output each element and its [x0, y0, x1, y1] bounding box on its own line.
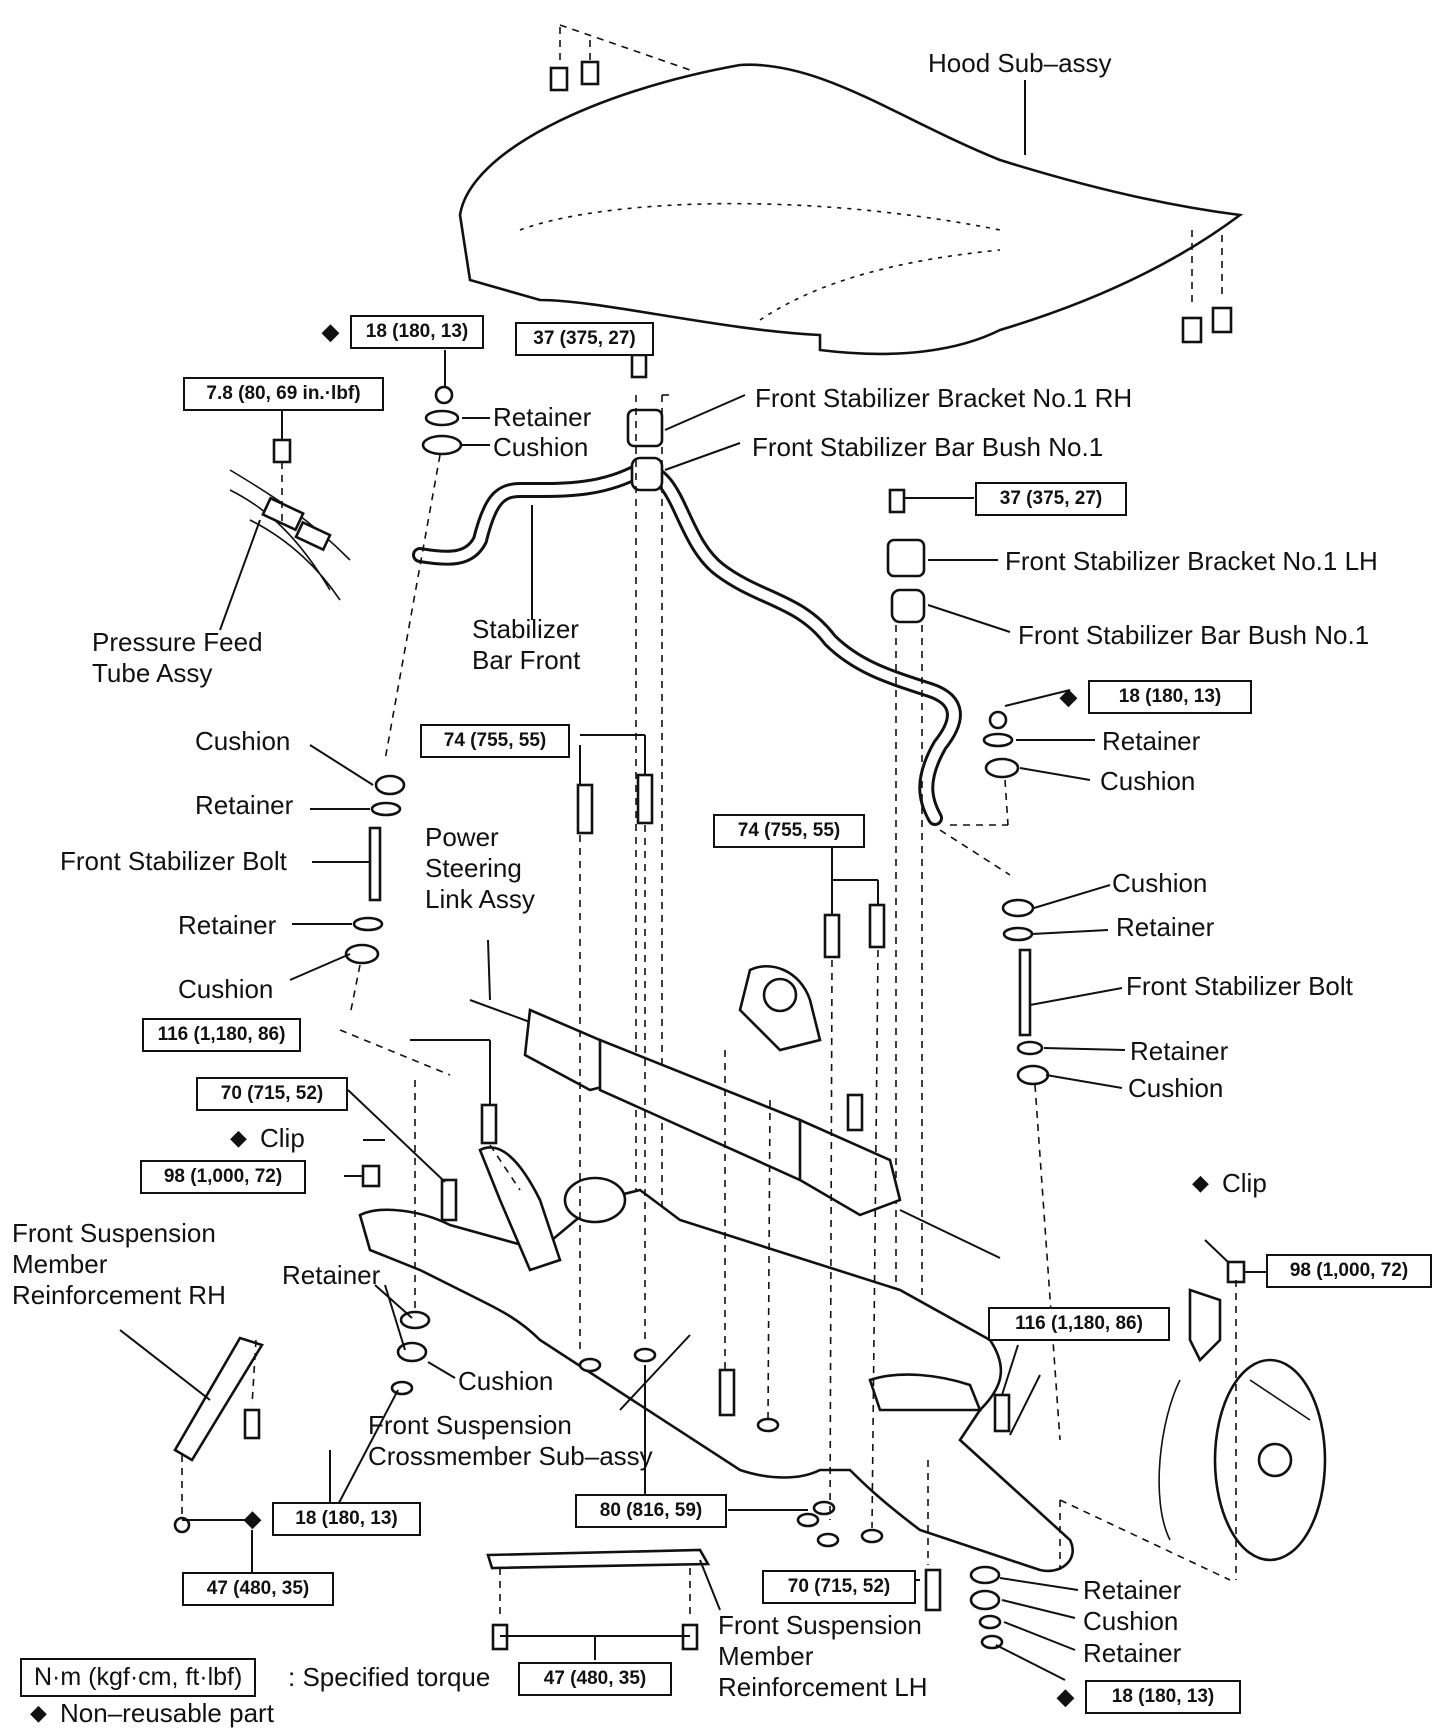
torque-top-left: 18 (180, 13) [322, 315, 484, 349]
label-cushion-right-1: Cushion [1112, 868, 1208, 898]
torque-70-bottom: 70 (715, 52) [762, 1570, 916, 1604]
label-clip-right: Clip [1192, 1168, 1267, 1199]
label-reinforcement-rh: Front Suspension Member Reinforcement RH [12, 1218, 226, 1311]
torque-18-bottom-right: 18 (180, 13) [1057, 1680, 1241, 1714]
torque-98-left: 98 (1,000, 72) [140, 1160, 306, 1194]
right-link-stack [939, 710, 1061, 1441]
label-power-steering: Power Steering Link Assy [425, 822, 535, 915]
torque-116-right: 116 (1,180, 86) [988, 1307, 1170, 1341]
torque-right-nut: 18 (180, 13) [1060, 680, 1252, 714]
legend-non-reusable: Non–reusable part [30, 1698, 274, 1729]
torque-top-mid: 37 (375, 27) [515, 322, 654, 356]
torque-47-bottom: 47 (480, 35) [518, 1662, 672, 1696]
steering-rack [469, 965, 1001, 1259]
bracket-lh [886, 488, 926, 1310]
torque-47-left: 47 (480, 35) [182, 1572, 334, 1606]
label-cushion-left-1: Cushion [195, 726, 291, 756]
label-stab-bolt-right: Front Stabilizer Bolt [1126, 971, 1353, 1001]
label-cushion-top-left: Cushion [493, 432, 589, 462]
label-clip-left: Clip [230, 1123, 305, 1154]
steering-knuckle [1158, 1288, 1327, 1562]
torque-tube: 7.8 (80, 69 in.·lbf) [183, 377, 384, 411]
label-stabilizer-bar: Stabilizer Bar Front [472, 614, 581, 676]
label-retainer-left-1: Retainer [195, 790, 294, 820]
label-retainer-right-top: Retainer [1102, 726, 1201, 756]
crossmember [358, 1146, 1074, 1573]
label-cushion-left-2: Cushion [178, 974, 274, 1004]
label-cushion-right-top: Cushion [1100, 766, 1196, 796]
hood-bolts [549, 24, 1233, 344]
torque-80: 80 (816, 59) [575, 1494, 727, 1528]
leader-lines [119, 350, 1268, 1681]
label-retainer-right-1: Retainer [1116, 912, 1215, 942]
label-cushion-mid: Cushion [458, 1366, 554, 1396]
pressure-feed-tube [229, 438, 351, 601]
label-retainer-bottom-2: Retainer [1083, 1638, 1182, 1668]
label-retainer-mid: Retainer [282, 1260, 381, 1290]
label-bracket-rh: Front Stabilizer Bracket No.1 RH [755, 383, 1133, 413]
label-retainer-right-2: Retainer [1130, 1036, 1229, 1066]
torque-mid-bolts-2: 74 (755, 55) [713, 814, 865, 848]
torque-lh-bracket: 37 (375, 27) [975, 482, 1127, 516]
label-cushion-right-2: Cushion [1128, 1073, 1224, 1103]
label-cushion-bottom: Cushion [1083, 1606, 1179, 1636]
label-hood: Hood Sub–assy [928, 48, 1112, 78]
torque-98-right: 98 (1,000, 72) [1266, 1254, 1432, 1288]
label-stab-bolt-left: Front Stabilizer Bolt [60, 846, 287, 876]
label-bush-lh: Front Stabilizer Bar Bush No.1 [1018, 620, 1370, 650]
label-reinforcement-lh: Front Suspension Member Reinforcement LH [718, 1610, 928, 1703]
torque-116-left: 116 (1,180, 86) [142, 1018, 301, 1052]
label-retainer-bottom-1: Retainer [1083, 1575, 1182, 1605]
hood-panel [458, 63, 1244, 356]
stabilizer-bar [412, 461, 962, 826]
legend-unit-box: N·m (kgf·cm, ft·lbf) [20, 1658, 257, 1697]
label-bracket-lh: Front Stabilizer Bracket No.1 LH [1005, 546, 1378, 576]
torque-18-bottom-left: 18 (180, 13) [244, 1502, 421, 1536]
reinforcement-rh [173, 1336, 264, 1534]
label-retainer-top-left: Retainer [493, 402, 592, 432]
label-crossmember: Front Suspension Crossmember Sub–assy [368, 1410, 653, 1472]
legend-specified-torque: : Specified torque [288, 1662, 491, 1692]
assembly-lines [339, 825, 1237, 1581]
label-bush-rh: Front Stabilizer Bar Bush No.1 [752, 432, 1104, 462]
label-retainer-left-2: Retainer [178, 910, 277, 940]
torque-mid-bolts: 74 (755, 55) [420, 724, 570, 758]
torque-70-left: 70 (715, 52) [196, 1077, 348, 1111]
left-link-stack [344, 385, 463, 1016]
label-pressure-feed: Pressure Feed Tube Assy [92, 627, 263, 689]
reinforcement-lh [486, 1548, 711, 1651]
